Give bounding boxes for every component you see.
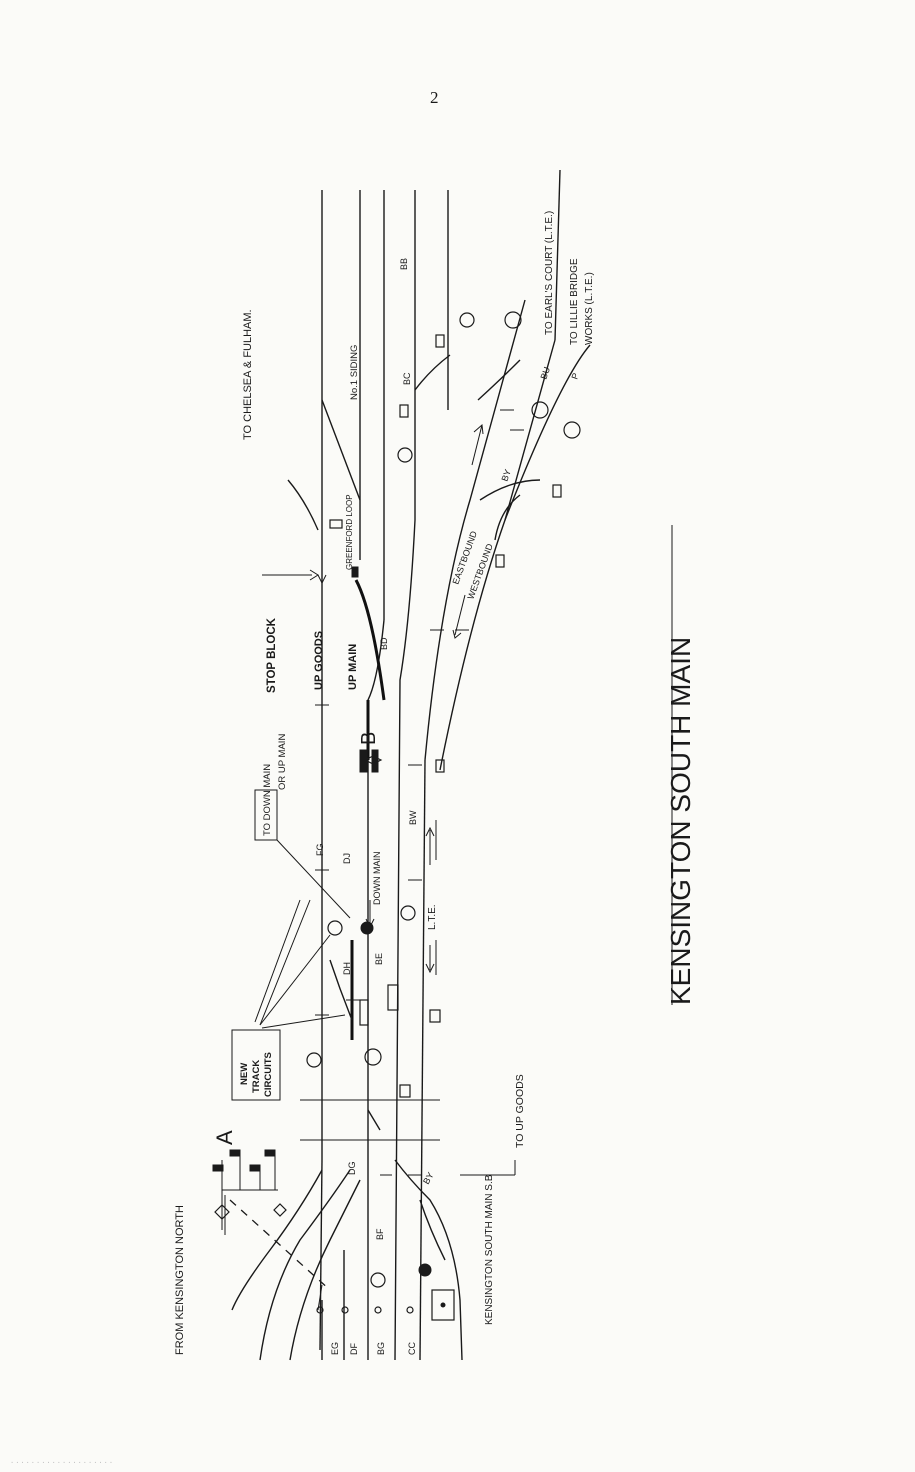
label-to-chelsea-fulham: TO CHELSEA & FULHAM.: [242, 309, 254, 440]
code-dg: DG: [347, 1162, 357, 1176]
label-to-lillie-bridge: TO LILLIE BRIDGE: [569, 258, 580, 345]
code-by-south: BY: [421, 1171, 436, 1186]
signal-disc-5: [364, 1048, 382, 1066]
label-no1-siding: No.1 SIDING: [349, 345, 360, 400]
label-new: NEW: [239, 1063, 250, 1085]
diagram-title: KENSINGTON SOUTH MAIN: [665, 637, 696, 1005]
label-signal-box: KENSINGTON SOUTH MAIN S.B: [484, 1174, 495, 1325]
to-down-box: [254, 789, 278, 841]
label-to-up-goods: TO UP GOODS: [514, 1074, 526, 1148]
track-lte: [419, 759, 426, 1361]
code-df: DF: [349, 1343, 359, 1355]
signal-disc-2: [327, 920, 343, 936]
label-lillie-bridge-works: WORKS (L.T.E.): [584, 272, 595, 345]
code-be: BE: [374, 953, 384, 965]
track-eastbound: [424, 299, 526, 761]
running-lines: [319, 169, 591, 1361]
code-bb: BB: [399, 258, 409, 270]
page-number: 2: [430, 88, 439, 107]
leaders: [231, 569, 516, 1176]
labels: FROM KENSINGTON NORTH TO CHELSEA & FULHA…: [174, 211, 696, 1355]
signal-box-symbol: [431, 1289, 455, 1321]
new-track-circuits-box: [231, 1029, 281, 1101]
signal-disc-1: [306, 1052, 322, 1068]
signals: [212, 311, 581, 1321]
signal-disc-4: [400, 905, 416, 921]
scan-footer: ....................: [10, 1458, 115, 1466]
code-bu: BU: [538, 366, 552, 381]
track-up-main: [367, 619, 385, 1360]
code-dj: DJ: [342, 853, 352, 864]
signal-disc-6: [370, 1272, 386, 1288]
code-p: P: [569, 372, 580, 381]
signal-disc-10: [531, 401, 549, 419]
label-circuits: CIRCUITS: [263, 1052, 274, 1097]
signal-disc-7: [397, 447, 413, 463]
label-up-goods: UP GOODS: [313, 631, 325, 690]
label-from-kensington-north: FROM KENSINGTON NORTH: [174, 1205, 186, 1355]
label-up-main: UP MAIN: [347, 644, 359, 690]
label-lte: L.T.E.: [427, 904, 438, 930]
direction-arrows: [317, 423, 484, 974]
label-or-up-main: OR UP MAIN: [277, 734, 288, 790]
code-fg: FG: [315, 844, 325, 857]
code-bg: BG: [376, 1342, 386, 1355]
signal-disc-8: [459, 312, 475, 328]
signal-disc-12: [418, 1263, 432, 1277]
track-to-earls-court: [554, 169, 561, 341]
code-cc: CC: [407, 1342, 417, 1355]
label-to-down-main: TO DOWN MAIN: [262, 764, 273, 836]
thick-up-main-curve: [354, 579, 386, 701]
track-to-lillie-bridge: [504, 344, 591, 521]
track-westbound: [439, 339, 556, 771]
signal-group-a: [212, 1149, 287, 1230]
code-bw: BW: [408, 810, 418, 825]
label-track: TRACK: [251, 1060, 262, 1093]
tick-marks: [315, 409, 524, 1176]
code-bc: BC: [402, 372, 412, 385]
label-greenford-loop: GREENFORD LOOP: [345, 494, 354, 570]
signal-disc-11: [563, 421, 581, 439]
track-up-goods-south: [319, 1159, 323, 1351]
label-to-earls-court: TO EARL'S COURT (L.T.E.): [544, 211, 555, 335]
south-junction: [224, 1099, 463, 1361]
marker-a: A: [212, 1130, 237, 1145]
code-by-north: BY: [499, 468, 513, 483]
signal-disc-9: [504, 311, 522, 329]
code-eg: EG: [330, 1342, 340, 1355]
north-connections: [287, 354, 541, 1131]
track-down-main: [394, 519, 416, 1361]
marker-b: B: [358, 732, 380, 745]
label-stop-block: STOP BLOCK: [266, 617, 278, 693]
code-bd: BD: [379, 637, 389, 650]
code-dh: DH: [342, 962, 352, 975]
code-bf: BF: [375, 1228, 385, 1240]
label-down-main: DOWN MAIN: [372, 852, 382, 906]
